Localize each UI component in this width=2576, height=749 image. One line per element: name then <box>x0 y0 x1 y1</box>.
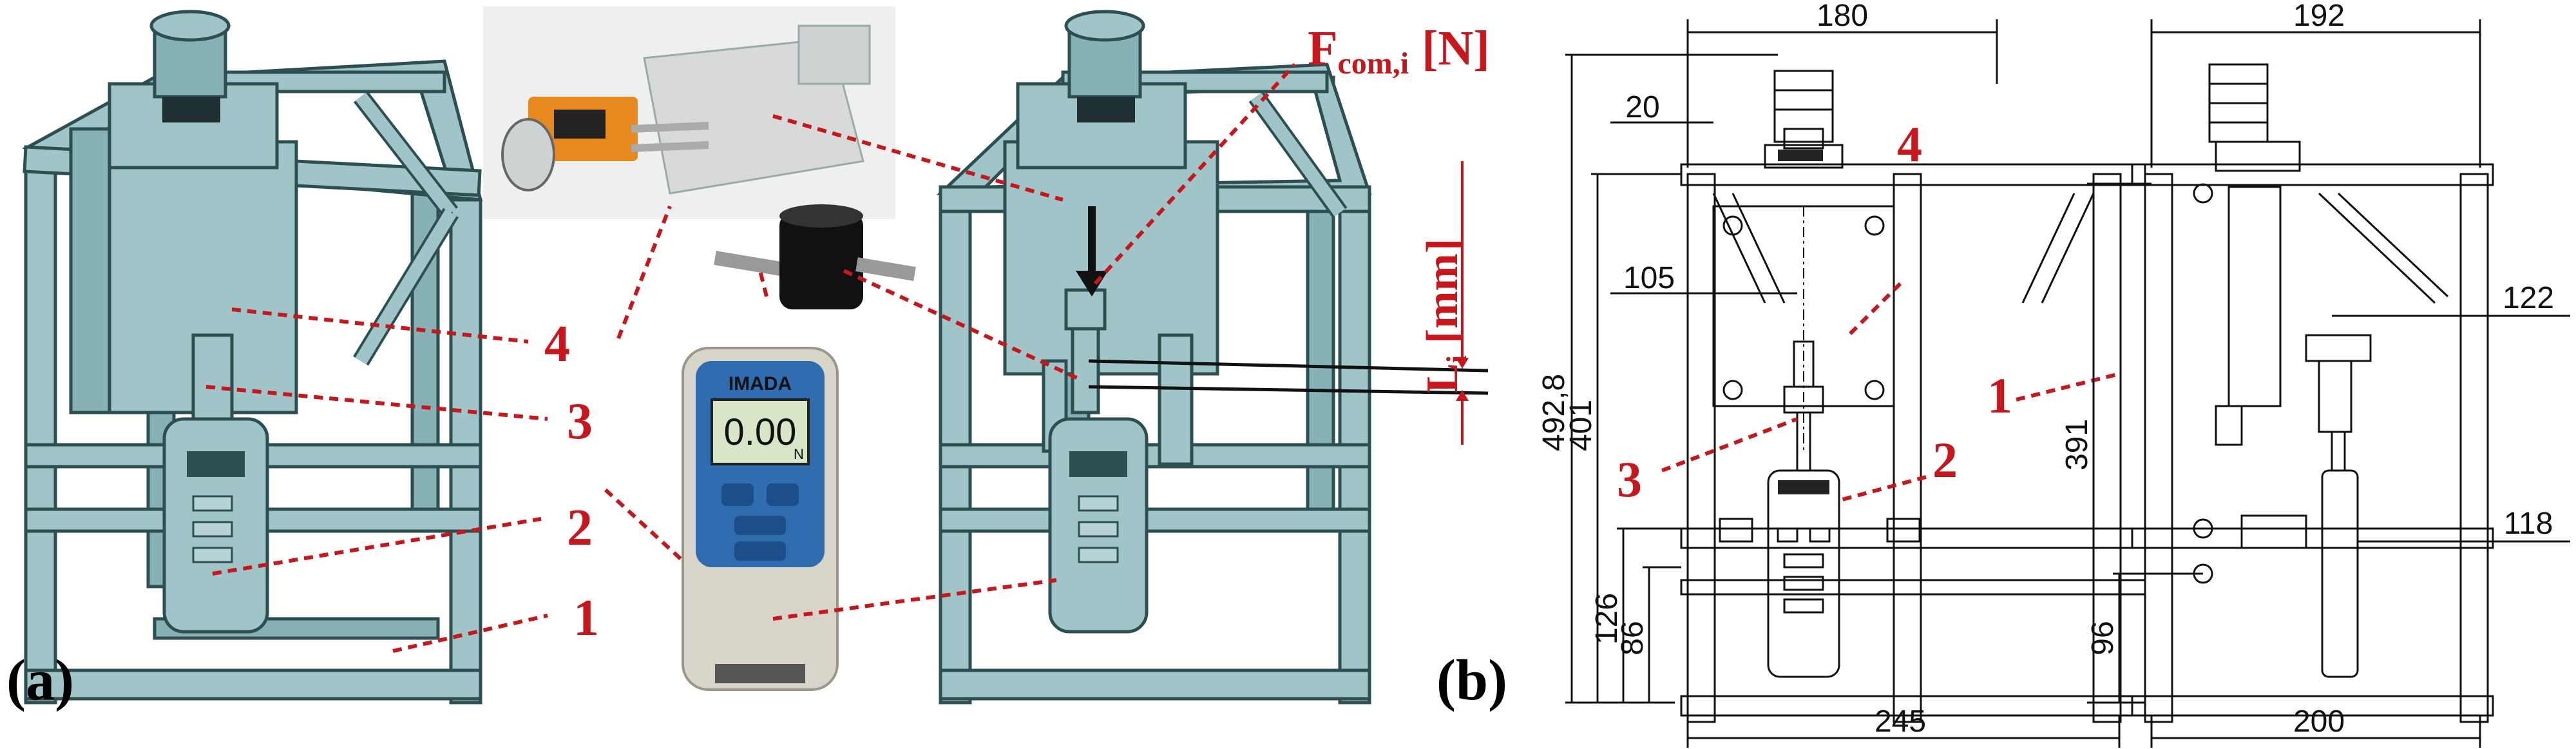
dim-front-inner: 105 <box>1623 261 1675 295</box>
label-1-b: 1 <box>1987 367 2012 423</box>
dim-front-offset: 20 <box>1625 90 1659 124</box>
length-indicator <box>1088 161 1489 445</box>
dim-side-lower: 96 <box>2086 621 2120 655</box>
label-4-b: 4 <box>1897 116 1922 172</box>
leader-lines-b <box>1661 282 2120 501</box>
leader-lines-a <box>205 63 1297 653</box>
dim-front-frame-height: 401 <box>1564 400 1598 451</box>
label-2-b: 2 <box>1932 432 1958 488</box>
gauge-brand: IMADA <box>729 373 792 394</box>
panel-a-label: (a) <box>6 648 74 712</box>
label-2-a: 2 <box>567 500 593 556</box>
length-label-main: L <box>1418 363 1467 393</box>
frame-assembly-right <box>936 10 1372 705</box>
gauge-unit: N <box>794 446 804 462</box>
dim-side-d2: 118 <box>2504 507 2553 541</box>
length-label-sub: i <box>1441 355 1473 363</box>
force-label-main: F <box>1308 21 1337 75</box>
dim-front-bottom-width: 245 <box>1875 705 1926 739</box>
dim-front-lower2: 86 <box>1616 621 1650 655</box>
dim-side-bottom-width: 200 <box>2293 705 2345 739</box>
dim-front-top-width: 180 <box>1817 0 1868 33</box>
dim-front-lower1: 126 <box>1590 593 1624 645</box>
dimension-lines-side <box>2087 19 2570 748</box>
rubber-damper-photo <box>714 204 916 309</box>
label-1-a: 1 <box>573 590 599 647</box>
dim-side-top-width: 192 <box>2293 0 2345 33</box>
length-label-unit: [mm] <box>1418 238 1467 344</box>
label-4-a: 4 <box>544 316 570 373</box>
dim-side-height: 391 <box>2060 419 2094 471</box>
dimension-lines-front <box>1565 19 2121 748</box>
dim-side-d1: 122 <box>2503 281 2554 315</box>
dim-front-total-height: 492,8 <box>1537 374 1571 451</box>
force-label-sub: com,i <box>1337 46 1409 81</box>
length-label: Li [mm] <box>1418 238 1473 393</box>
force-label: Fcom,i [N] <box>1308 21 1490 81</box>
force-label-unit: [N] <box>1422 21 1490 75</box>
label-3-a: 3 <box>567 393 593 450</box>
force-gauge-photo: IMADA 0.00 N <box>682 347 839 691</box>
label-3-b: 3 <box>1617 451 1642 507</box>
gauge-reading: 0.00 <box>724 411 797 453</box>
linear-cylinder-photo <box>483 6 895 219</box>
panel-b-label: (b) <box>1436 648 1507 712</box>
side-view-drawing <box>2131 63 2494 723</box>
frame-assembly-left <box>22 10 483 705</box>
